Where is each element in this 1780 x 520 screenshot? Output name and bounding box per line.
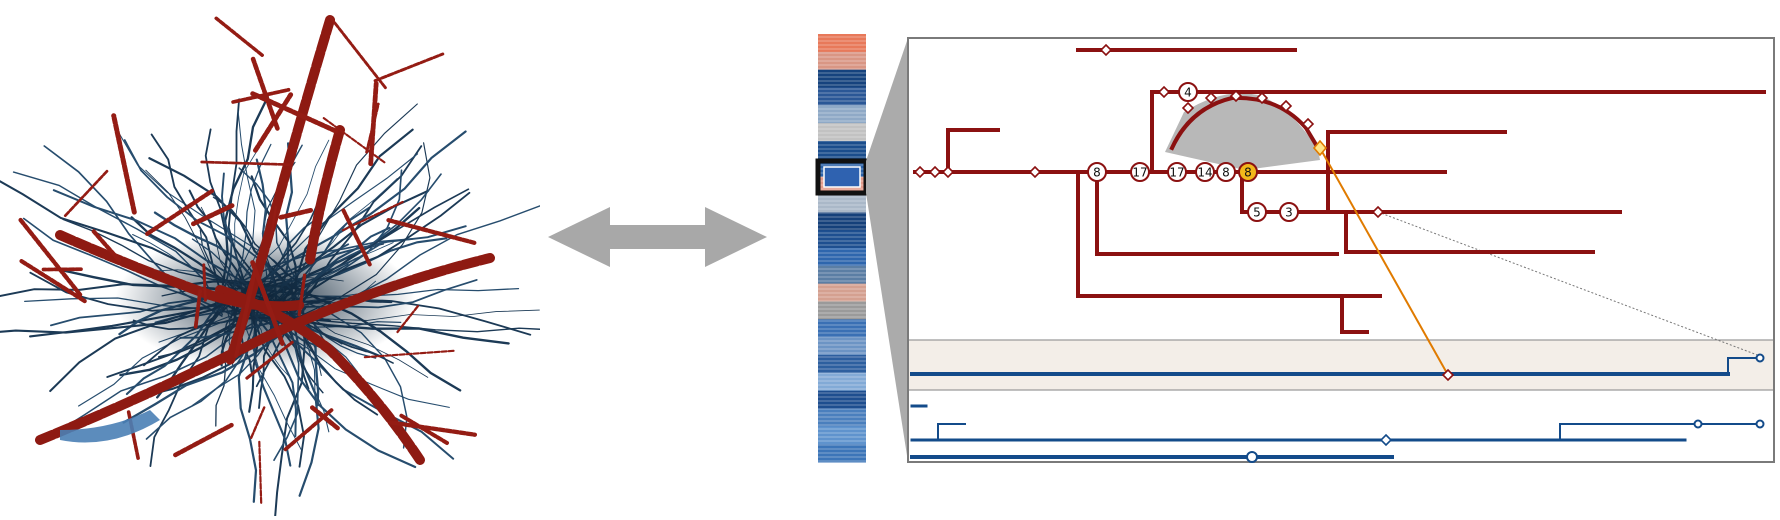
node-1: 4 [1178, 82, 1198, 102]
node-5: 14 [1195, 162, 1215, 182]
axon-tree [910, 357, 1761, 459]
soma-blob [60, 410, 160, 443]
orange-connector [1319, 147, 1449, 376]
node-label: 4 [1184, 86, 1192, 100]
node-label: 3 [1285, 206, 1293, 220]
node-4: 17 [1167, 162, 1187, 182]
double-arrow-icon [548, 207, 767, 267]
node-6: 8 [1216, 162, 1236, 182]
dendrite-branches [18, 15, 495, 505]
node-label: 14 [1197, 166, 1212, 180]
selected-axon-band [909, 340, 1773, 390]
color-strip [815, 34, 869, 463]
dendrite-tree [913, 48, 1766, 334]
branch-point-markers [913, 43, 1455, 447]
axon-node-markers [1246, 353, 1765, 463]
node-2: 8 [1087, 162, 1107, 182]
node-label: 17 [1132, 166, 1147, 180]
zoom-connector [866, 38, 908, 462]
node-label: 17 [1169, 166, 1184, 180]
node-9: 3 [1279, 202, 1299, 222]
node-label: 8 [1244, 166, 1252, 180]
node-label: 8 [1093, 166, 1101, 180]
node-3: 17 [1130, 162, 1150, 182]
strip-selection-inner [823, 166, 861, 188]
dotted-connector [1377, 211, 1761, 357]
cluster-hull [1165, 93, 1320, 170]
selected-node-marker [1312, 139, 1328, 157]
node-7: 8 [1238, 162, 1258, 182]
node-label: 8 [1222, 166, 1230, 180]
node-label: 5 [1253, 206, 1261, 220]
panel-frame [907, 37, 1775, 463]
node-8: 5 [1247, 202, 1267, 222]
neuron-3d-rendering [0, 15, 540, 516]
